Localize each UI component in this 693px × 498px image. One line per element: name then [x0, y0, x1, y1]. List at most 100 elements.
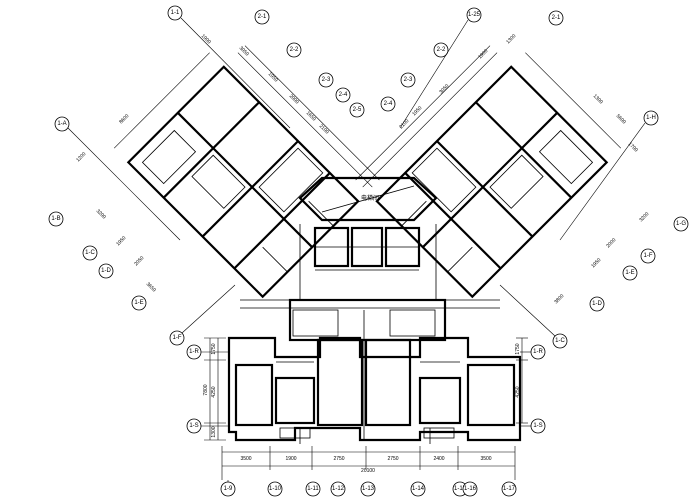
dim-bottom-6: 3500 [480, 456, 491, 462]
axis-label: 1-9 [224, 486, 233, 492]
axis-label: 1-H [646, 115, 656, 121]
axis-label: 1-14 [412, 486, 425, 492]
wing-dim: 3800 [553, 293, 565, 305]
axis-bubble [335, 87, 351, 103]
axis-label: 1-F [644, 253, 653, 259]
lower-block [227, 310, 522, 444]
axis-label: 1-10 [269, 486, 282, 492]
axis-bubble [267, 481, 283, 497]
wing-dim: 2000 [288, 93, 300, 105]
wing-dim: 1900 [477, 48, 489, 60]
axis-label: 2-1 [552, 15, 561, 21]
axis-bubble [54, 116, 70, 132]
axis-label: 1-A [57, 121, 66, 127]
axis-bubble [305, 481, 321, 497]
wing-dim: 1900 [200, 33, 212, 45]
axis-label: 1-13 [362, 486, 375, 492]
dim-left-1: 1750 [211, 343, 217, 354]
axis-bubble [501, 481, 517, 497]
axis-bubble [167, 5, 183, 21]
side-axis-bubbles: 1-R 1-S 1-R 1-S [186, 344, 546, 434]
right-dimension-chain: 1750 4250 [515, 337, 528, 424]
axis-bubble [530, 418, 546, 434]
axis-bubble [548, 10, 564, 26]
bottom-dimension-chain: 3500 1900 2750 2750 2400 3500 20100 [221, 446, 516, 480]
axis-bubble [400, 72, 416, 88]
dim-left-3: 7800 [203, 384, 209, 395]
wing-dim: 1950 [115, 235, 127, 247]
axis-bubble [462, 481, 478, 497]
axis-label: 2-5 [353, 107, 362, 113]
dim-bottom-3: 2750 [333, 456, 344, 462]
axis-label: 1-E [625, 270, 634, 276]
axis-label: 2-4 [384, 101, 393, 107]
axis-label: 2-2 [437, 47, 446, 53]
axis-label: 1-D [592, 301, 602, 307]
axis-label: 1-17 [503, 486, 516, 492]
right-wing [355, 45, 622, 299]
dim-bottom-5: 2400 [433, 456, 444, 462]
corridor [240, 298, 500, 342]
axis-label: 2-3 [322, 77, 331, 83]
left-dimension-chain: 1750 4250 7800 1300 [203, 337, 226, 441]
axis-bubble [220, 481, 236, 497]
wing-dim: 3200 [638, 211, 650, 223]
wing-dim: 8600 [118, 113, 130, 125]
axis-label: 1-B [51, 216, 60, 222]
axis-bubble [186, 344, 202, 360]
wing-dim: 3050 [238, 45, 250, 57]
axis-label: 2-1 [258, 14, 267, 20]
dim-right-2: 4250 [515, 386, 521, 397]
axis-bubble [330, 481, 346, 497]
axis-label: 1-R [533, 349, 543, 355]
axis-label: 1-F [173, 335, 182, 341]
bottom-axis-bubbles: 1-9 1-10 1-11 1-12 1-13 1-14 1-15 1-16 1… [220, 480, 517, 497]
axis-bubble [643, 110, 659, 126]
axis-label: 1-G [676, 221, 686, 227]
axis-label: 1-C [85, 250, 95, 256]
wing-dim: 3200 [95, 208, 107, 220]
axis-bubble [552, 333, 568, 349]
axis-label: 1-25 [468, 12, 481, 18]
axis-label: 1-1 [171, 10, 180, 16]
axis-bubble [254, 9, 270, 25]
wing-dim: 2100 [318, 123, 330, 135]
dim-bottom-4: 2750 [387, 456, 398, 462]
axis-label: 1-D [101, 268, 111, 274]
left-wing-dimension-text: 1900 3050 1950 2000 1650 2100 1200 8600 … [75, 33, 330, 293]
axis-bubble [589, 296, 605, 312]
axis-bubble [466, 7, 482, 23]
axis-bubble [286, 42, 302, 58]
axis-label: 1-16 [464, 486, 477, 492]
wing-dim: 1650 [305, 110, 317, 122]
axis-label: 1-R [189, 349, 199, 355]
axis-label: 2-2 [290, 47, 299, 53]
axis-label: 2-3 [404, 77, 413, 83]
axis-bubble [530, 344, 546, 360]
axis-label: 1-11 [307, 486, 319, 492]
axis-label: 2-4 [339, 92, 348, 98]
axis-bubble [380, 96, 396, 112]
axis-bubble [622, 265, 638, 281]
axis-bubble [673, 216, 689, 232]
right-wing-axis-bubbles: 1-25 2-1 2-2 2-3 2-4 1-H 1-G 1-F 1-E 1-D… [380, 7, 689, 349]
wing-dim: 3050 [438, 83, 450, 95]
wing-dim: 1300 [592, 93, 604, 105]
axis-label: 1-S [189, 423, 198, 429]
wing-dim: 1950 [267, 71, 279, 83]
axis-bubble [131, 295, 147, 311]
dim-bottom-2: 1900 [285, 456, 296, 462]
axis-bubble [349, 102, 365, 118]
axis-label: 1-C [555, 338, 565, 344]
axis-bubble [640, 248, 656, 264]
axis-bubble [360, 481, 376, 497]
wing-dim: 1200 [75, 151, 87, 163]
dim-left-2: 4250 [211, 386, 217, 397]
wing-dim: 1700 [627, 141, 639, 153]
dim-bottom-overall: 20100 [361, 468, 375, 474]
wing-dim: 2050 [133, 255, 145, 267]
axis-bubble [186, 418, 202, 434]
axis-label: 1-S [533, 423, 542, 429]
wing-dim: 2100 [398, 118, 410, 130]
